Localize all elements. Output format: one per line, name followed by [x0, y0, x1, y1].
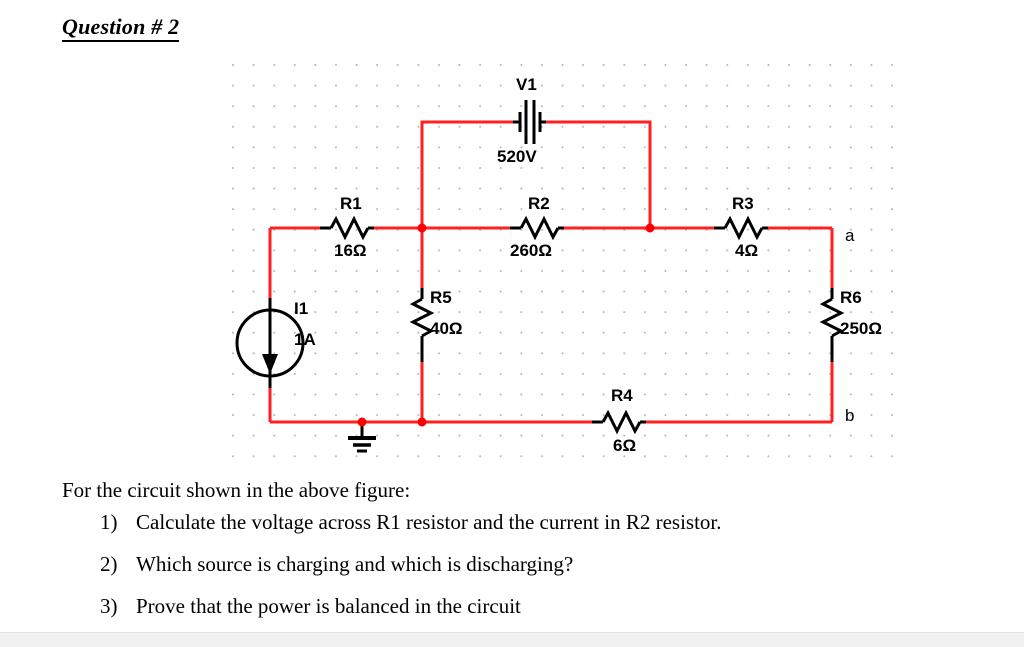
- prompt-lead-line: For the circuit shown in the above figur…: [62, 478, 411, 502]
- label-r3-name: R3: [732, 194, 754, 213]
- label-v1-name: V1: [516, 75, 537, 94]
- junction-dot-ground: [357, 417, 367, 427]
- r5-symbol: [409, 288, 435, 362]
- label-v1-value: 520V: [497, 147, 537, 166]
- junction-dot-r5-bottom: [417, 417, 427, 427]
- label-r3-value: 4Ω: [735, 241, 759, 260]
- wires: [268, 120, 834, 424]
- prompt-item-number: 3): [100, 594, 118, 618]
- label-r6-value: 250Ω: [840, 319, 882, 338]
- prompt-item: 1) Calculate the voltage across R1 resist…: [100, 510, 722, 535]
- r3-symbol: [714, 215, 768, 241]
- prompt-item-text: Calculate the voltage across R1 resistor…: [136, 510, 722, 534]
- r4-symbol: [592, 409, 646, 435]
- label-r4-value: 6Ω: [613, 436, 637, 455]
- node-label-a: a: [845, 226, 855, 245]
- label-r4-name: R4: [611, 386, 633, 405]
- label-r2-name: R2: [528, 194, 550, 213]
- prompt-item-text: Prove that the power is balanced in the …: [136, 594, 521, 618]
- r6-symbol: [819, 288, 845, 362]
- prompt-item-number: 2): [100, 552, 118, 576]
- i1-current-source-symbol: [235, 298, 305, 388]
- r2-symbol: [510, 215, 564, 241]
- bottom-strip: [0, 632, 1024, 647]
- symbols: [235, 100, 845, 453]
- junction-dots: [357, 223, 655, 427]
- r1-symbol: [320, 215, 374, 241]
- v1-battery-symbol: [513, 100, 546, 144]
- label-r2-value: 260Ω: [510, 241, 552, 260]
- prompt-item: 2) Which source is charging and which is …: [100, 552, 573, 577]
- circuit-diagram: V1 520V R1 16Ω R2 260Ω R3 4Ω R4 6Ω R5 40…: [232, 62, 894, 462]
- prompt-item-text: Which source is charging and which is di…: [136, 552, 574, 576]
- junction-dot-r1-r5: [417, 223, 427, 233]
- label-r1-value: 16Ω: [334, 241, 367, 260]
- wire-v1-left: [420, 120, 513, 228]
- label-i1-value: 1A: [294, 330, 316, 349]
- label-r1-name: R1: [340, 194, 362, 213]
- page-title: Question # 2: [62, 14, 180, 43]
- label-r6-name: R6: [840, 288, 862, 307]
- wire-v1-right: [546, 120, 652, 228]
- label-i1-name: I1: [294, 299, 309, 318]
- junction-dot-r2-v1: [645, 223, 655, 233]
- circuit-schematic-svg: [235, 100, 845, 453]
- prompt-item: 3) Prove that the power is balanced in th…: [100, 594, 521, 619]
- label-r5-value: 40Ω: [430, 319, 463, 338]
- prompt-item-number: 1): [100, 510, 118, 534]
- node-label-b: b: [845, 406, 855, 425]
- label-r5-name: R5: [430, 288, 452, 307]
